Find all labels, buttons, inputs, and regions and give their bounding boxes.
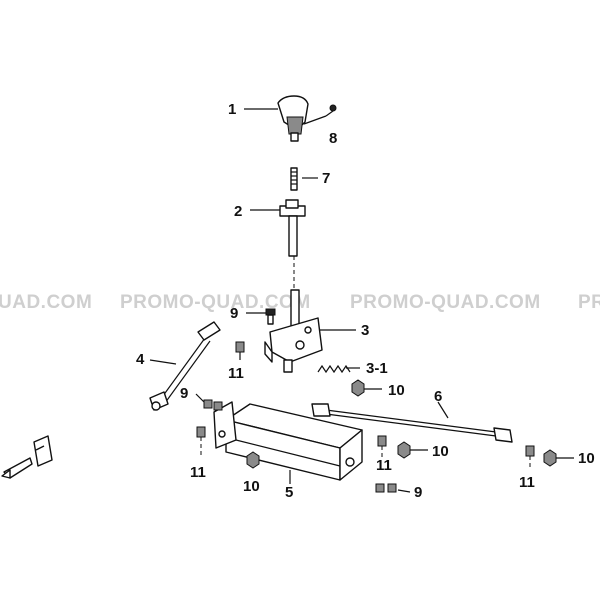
part-rod-4	[149, 321, 221, 411]
part-bolts-9b	[203, 399, 223, 411]
callout-10-right: 10	[578, 450, 595, 467]
callout-11-left: 11	[190, 464, 206, 481]
watermark: UAD.COM PROMO-QUAD.COM PROMO-QUAD.COM PR	[0, 292, 600, 313]
callout-9-top: 9	[230, 305, 238, 322]
callout-10-left: 10	[243, 478, 260, 495]
callout-2: 2	[234, 203, 242, 220]
leader-lines	[149, 108, 574, 493]
part-screw-8	[325, 104, 337, 117]
callout-1: 1	[228, 101, 236, 118]
callout-10-top: 10	[388, 382, 405, 399]
callout-3-1: 3-1	[366, 360, 388, 377]
part-bolt-9a	[265, 308, 276, 325]
callout-8: 8	[329, 130, 337, 147]
watermark-edge: PR	[578, 292, 600, 313]
watermark-center: PROMO-QUAD.COM	[120, 292, 311, 313]
callout-9-bottom: 9	[414, 484, 422, 501]
part-bracket-5	[213, 401, 363, 481]
part-spring-3-1	[317, 364, 351, 374]
part-cable-6	[311, 403, 513, 443]
part-clip-11c	[377, 435, 387, 460]
part-spring-7	[290, 167, 298, 191]
callout-3: 3	[361, 322, 369, 339]
callout-11-upper: 11	[228, 365, 244, 382]
watermark-left: UAD.COM	[0, 292, 92, 313]
callout-11-mid: 11	[376, 457, 392, 474]
callout-6: 6	[434, 388, 442, 405]
watermark-right: PROMO-QUAD.COM	[350, 292, 541, 313]
part-clip-11b	[196, 426, 206, 456]
callout-9-left: 9	[180, 385, 188, 402]
part-gate-3	[264, 289, 323, 373]
callout-5: 5	[285, 484, 293, 501]
part-clip-11a	[235, 341, 245, 353]
callout-10-mid: 10	[432, 443, 449, 460]
part-nut-10c	[397, 441, 411, 459]
part-nut-10b	[246, 451, 260, 469]
part-nut-10d	[543, 449, 557, 467]
part-nut-10a	[351, 379, 365, 397]
callout-11-right: 11	[519, 474, 535, 491]
callout-4: 4	[136, 351, 145, 368]
front-arrow-icon	[1, 435, 53, 479]
callouts: 1 8 7 2 9 3 4 11 3-1 10 6 9 11 10 10 11 …	[136, 101, 595, 501]
part-bolts-9c	[375, 483, 397, 493]
part-knob	[277, 95, 309, 142]
part-lever-2	[279, 199, 306, 290]
part-clip-11d	[525, 445, 535, 470]
callout-7: 7	[322, 170, 330, 187]
